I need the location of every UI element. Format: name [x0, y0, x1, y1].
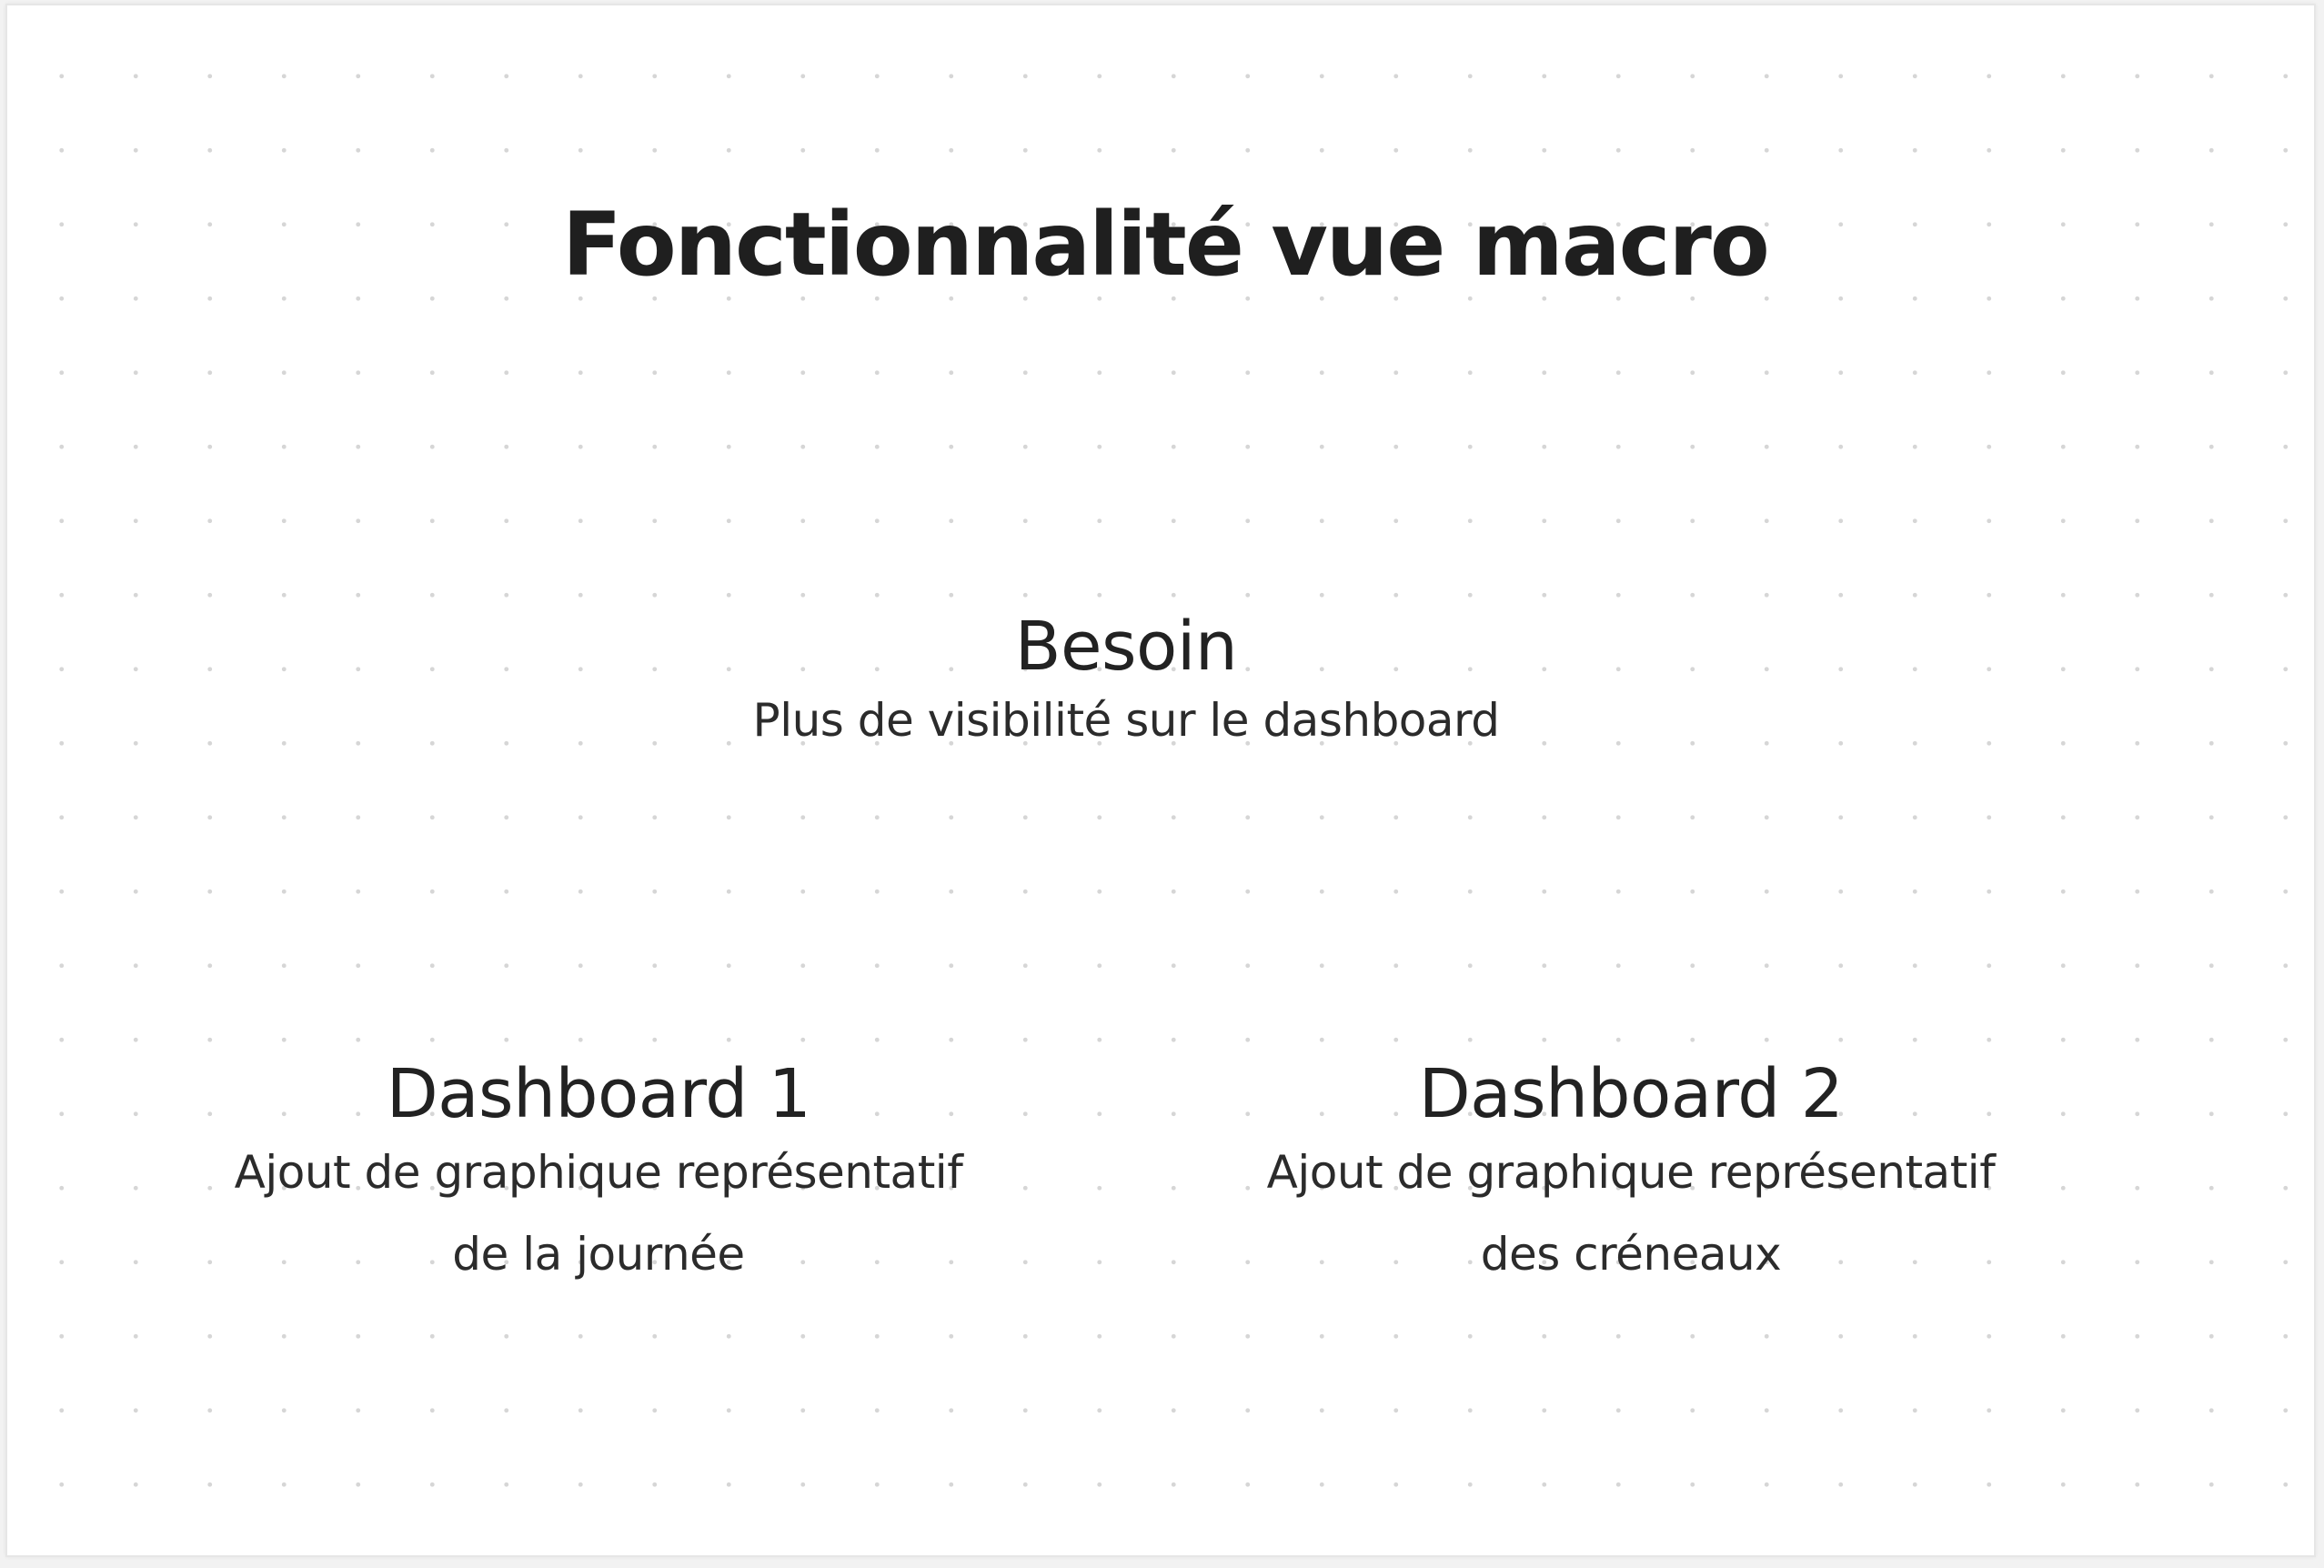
page-title: Fonctionnalité vue macro: [562, 194, 1770, 296]
dashboard-2-block: Dashboard 2 Ajout de graphique représent…: [1149, 1060, 2113, 1292]
dashboard-1-text-line2: de la journée: [452, 1228, 745, 1281]
dashboard-2-text-line2: des créneaux: [1480, 1228, 1782, 1281]
dashboard-2-text-line1: Ajout de graphique représentatif: [1266, 1146, 1996, 1199]
dashboard-2-heading: Dashboard 2: [1418, 1055, 1844, 1133]
dashboard-1-text-line1: Ajout de graphique représentatif: [234, 1146, 963, 1199]
besoin-text: Plus de visibilité sur le dashboard: [752, 694, 1500, 747]
besoin-block: Besoin Plus de visibilité sur le dashboa…: [644, 613, 1608, 748]
besoin-heading: Besoin: [1014, 608, 1238, 686]
whiteboard-canvas[interactable]: Fonctionnalité vue macro Besoin Plus de …: [5, 4, 2316, 1557]
dashboard-1-block: Dashboard 1 Ajout de graphique représent…: [116, 1060, 1081, 1292]
dashboard-1-heading: Dashboard 1: [386, 1055, 811, 1133]
